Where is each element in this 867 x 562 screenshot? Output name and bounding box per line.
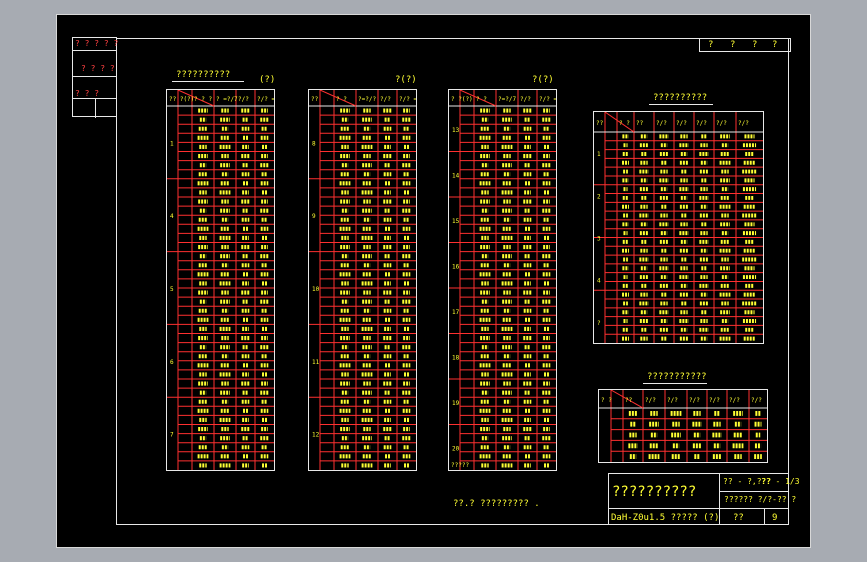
title-block-material: ?????? ?/?-?? ? [724, 495, 797, 504]
table-header-cell: ?/? [738, 120, 749, 127]
title-block-main-title: ?????????? [612, 484, 697, 500]
table-grid: ?? ? ??? ?/? ?/? ?/? ?/? ?/? 1 2 3 4? [594, 112, 763, 343]
table-group-label: 11 [312, 359, 320, 366]
table-header-cell: ? ? [619, 120, 630, 127]
table-title: ?????????? [653, 93, 708, 103]
table-grid: ?? ? ? ?=?/? ?/? ?/? =? 8 9 10 11 12 [309, 90, 416, 470]
table-group-label: ? [597, 320, 601, 327]
table-title: ??????????? [647, 372, 707, 382]
table-header-cell: ?/? [689, 397, 700, 404]
table-header-cell: ? ? [601, 397, 612, 404]
title-block-drawing-no: DaH-Z0u1.5 ????? (?) [611, 513, 720, 523]
data-table-1: ?? ?(?)? ? ? ? =?/7?/? ?/? =? 1 4 5 6 7 [166, 89, 275, 471]
data-table-3: ? ?(?)? ? ?=?/7 ?/? ?/? =? 13 14 15 16 17 18 19 20?… [448, 89, 557, 471]
table-header-cell: ?/? [667, 397, 678, 404]
table-header-cell: ?/? [676, 120, 687, 127]
revision-cell: ? [730, 40, 736, 50]
data-table-5: ? ??? ?/? ?/? ?/? ?/? ?/? ?/? [598, 389, 768, 463]
table-grid: ?? ?(?)? ? ? ? =?/7?/? ?/? =? 1 4 5 6 7 [167, 90, 274, 470]
table-header-cell: ?/? [238, 96, 249, 103]
title-block-page: 9 [772, 513, 778, 523]
table-header-cell: ?/? [709, 397, 720, 404]
table-footer: ????? [451, 462, 469, 469]
table-header-cell: ?/? =? [257, 96, 274, 103]
table-group-label: 8 [312, 140, 316, 147]
table-header-cell: ?/? [696, 120, 707, 127]
title-block: ?????????? ?? - ?,??? ?? - 1/3 ?????? ?/… [608, 473, 800, 525]
table-header-cell: ?/? [751, 397, 762, 404]
table-suffix: (?) [259, 75, 276, 85]
data-table-4: ?? ? ??? ?/? ?/? ?/? ?/? ?/? 1 2 3 4? [593, 111, 764, 344]
table-header-cell: ?=?/7 [498, 96, 516, 103]
table-header-cell: ?/? =? [399, 96, 416, 103]
title-block-sheet: ?? - 1/3 [761, 477, 800, 486]
table-group-label: 20 [452, 445, 460, 452]
table-header-cell: ?/? =? [539, 96, 556, 103]
table-header-cell: ?/? [656, 120, 667, 127]
title-block-code: ?? [733, 513, 744, 523]
table-header-cell: ?/? [520, 96, 531, 103]
table-header-cell: ?/? [645, 397, 656, 404]
table-header-cell: ? ? [336, 96, 347, 103]
table-group-label: 5 [170, 286, 174, 293]
table-group-label: 10 [312, 286, 320, 293]
table-group-label: 18 [452, 354, 460, 361]
table-header-cell: ?? ?(?) [169, 96, 194, 103]
table-header-cell: ? ? [476, 96, 487, 103]
table-group-label: 6 [170, 359, 174, 366]
table-group-label: 12 [312, 432, 320, 439]
table-group-label: 15 [452, 218, 460, 225]
table-header-cell: ?=?/? [358, 96, 376, 103]
table-header-cell: ?/? [380, 96, 391, 103]
table-header-cell: ?? [625, 397, 633, 404]
table-header-cell: ?/? [729, 397, 740, 404]
stamp-row: ? ? ? [75, 89, 100, 98]
table-group-label: 19 [452, 400, 460, 407]
table-group-label: 13 [452, 127, 460, 134]
table-group-label: 14 [452, 172, 460, 179]
title-block-scale: ?? - ?,??? [723, 477, 772, 486]
table-group-label: 4 [170, 213, 174, 220]
table-grid: ? ?(?)? ? ?=?/7 ?/? ?/? =? 13 14 15 16 17 18 19 20?… [449, 90, 556, 470]
drawing-note: ??.? ????????? . [453, 499, 540, 509]
stamp-row: ? ? ? ? [81, 64, 115, 73]
table-title: ?????????? [176, 70, 231, 80]
drawing-frame: ? ? ? ? [116, 38, 791, 525]
table-group-label: 3 [597, 236, 601, 243]
table-group-label: 4 [597, 278, 601, 285]
table-group-label: 17 [452, 309, 460, 316]
stamp-row: ? ? ? ? ? [75, 39, 119, 48]
table-group-label: 7 [170, 432, 174, 439]
table-group-label: 16 [452, 263, 460, 270]
table-header-cell: ?/? [716, 120, 727, 127]
table-group-label: 1 [170, 140, 174, 147]
left-stamp: ? ? ? ? ? ? ? ? ? ? ? ? [72, 37, 119, 118]
table-group-label: 9 [312, 213, 316, 220]
data-table-2: ?? ? ? ?=?/? ?/? ?/? =? 8 9 10 11 12 [308, 89, 417, 471]
table-header-cell: ?? [596, 120, 604, 127]
table-suffix: ?(?) [532, 75, 554, 85]
table-group-label: 2 [597, 193, 601, 200]
table-header-cell: ?? [311, 96, 319, 103]
table-header-cell: ?? [636, 120, 644, 127]
table-header-cell: ? ?(?) [451, 96, 473, 103]
table-grid: ? ??? ?/? ?/? ?/? ?/? ?/? ?/? [599, 390, 767, 462]
revision-cell: ? [708, 40, 714, 50]
revision-cell: ? [772, 40, 778, 50]
table-header-cell: ? =?/7 [216, 96, 238, 103]
cad-viewport: ? ? ? ? ? ? ? ? ? ? ? ? ? ? ? ? ????????… [56, 14, 811, 548]
table-group-label: 1 [597, 151, 601, 158]
revision-block: ? ? ? ? [699, 38, 791, 52]
revision-cell: ? [752, 40, 758, 50]
table-header-cell: ? ? ? [194, 96, 212, 103]
table-suffix: ?(?) [395, 75, 417, 85]
